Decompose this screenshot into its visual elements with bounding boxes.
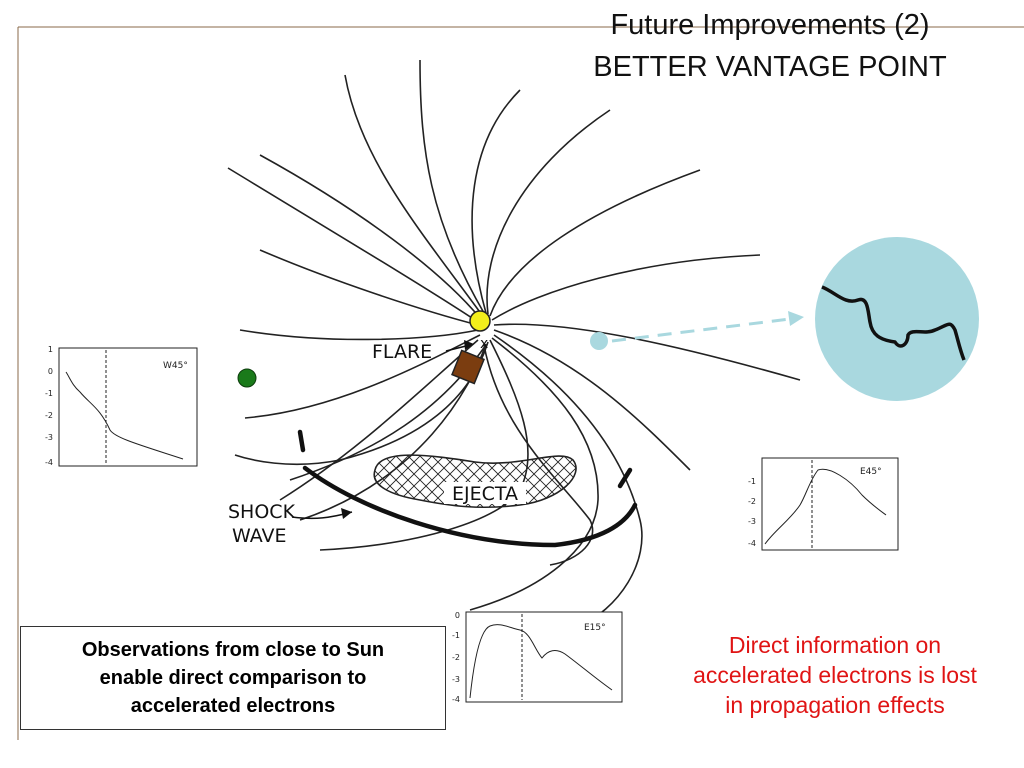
field-line [344, 74, 483, 316]
inset-plot-e15: E15° 0 -1 -2 -3 -4 [452, 611, 623, 704]
caption-line1: Observations from close to Sun [81, 639, 385, 661]
slide-title-line1: Future Improvements (2) [610, 9, 930, 41]
field-line [319, 339, 529, 551]
inset-plot-w45: W45° 1 0 -1 -2 -3 -4 [45, 345, 198, 467]
shock-label-line2: WAVE [232, 525, 287, 547]
y-tick: -2 [748, 497, 756, 506]
y-tick: -3 [45, 433, 53, 442]
flare-label: FLARE [372, 341, 432, 363]
field-line [493, 329, 691, 471]
field-line [469, 337, 599, 611]
y-tick: -3 [748, 517, 756, 526]
ejecta-label-bg [444, 482, 526, 504]
shock-label-line1: SHOCK [228, 501, 296, 523]
field-line [489, 169, 701, 317]
y-tick: -2 [452, 653, 460, 662]
shock-front-dash [297, 429, 306, 453]
y-tick: -1 [748, 477, 756, 486]
inset-label: E45° [860, 467, 882, 477]
field-line [419, 59, 485, 314]
field-line [227, 167, 479, 323]
field-line [259, 249, 479, 326]
dashed-arrow [611, 317, 791, 343]
y-tick: 1 [48, 345, 53, 354]
y-tick: -4 [748, 539, 756, 548]
slide-title-line2: BETTER VANTAGE POINT [593, 51, 947, 83]
note-line1: Direct information on [728, 632, 942, 658]
field-line [234, 341, 489, 466]
y-tick: -3 [452, 675, 460, 684]
y-tick: -2 [45, 411, 53, 420]
field-line [493, 334, 643, 629]
y-tick: -1 [452, 631, 460, 640]
y-tick: 0 [48, 367, 53, 376]
field-line [259, 154, 481, 319]
distant-observer-dot [590, 332, 608, 350]
inset-label: W45° [163, 361, 188, 371]
ejecta-label: EJECTA [452, 483, 518, 505]
dashed-arrowhead [788, 311, 804, 326]
field-line [244, 334, 481, 419]
shock-wave [297, 429, 638, 548]
shock-front-dash [617, 467, 633, 489]
shock-arrow [291, 508, 353, 520]
field-line [279, 339, 479, 501]
caption-line3: accelerated electrons [130, 695, 336, 717]
field-line [239, 329, 479, 341]
spacecraft-marker [451, 349, 485, 385]
field-line [486, 109, 611, 315]
caption-box: Observations from close to Sun enable di… [20, 626, 446, 730]
field-line [483, 344, 594, 566]
propagation-note: Direct information on accelerated electr… [650, 630, 1020, 720]
shock-front-arc [302, 465, 638, 548]
field-line [491, 254, 761, 321]
inset-label: E15° [584, 623, 606, 633]
note-line3: in propagation effects [725, 692, 945, 718]
field-line [493, 323, 801, 381]
y-tick: -1 [45, 389, 53, 398]
flare-arrowhead [464, 340, 474, 350]
observer-marker-green [237, 368, 257, 388]
y-tick: -4 [45, 458, 53, 467]
y-tick: -4 [452, 695, 460, 704]
inset-plot-e45: E45° -1 -2 -3 -4 [748, 457, 899, 551]
note-line2: accelerated electrons is lost [693, 662, 977, 688]
flare-marker: x [480, 336, 488, 352]
field-line [471, 89, 521, 314]
sun-marker [469, 310, 491, 332]
vantage-circle [815, 237, 979, 401]
propagated-profile-curve [821, 285, 966, 361]
y-tick: 0 [455, 611, 460, 620]
caption-line2: enable direct comparison to [99, 667, 367, 689]
